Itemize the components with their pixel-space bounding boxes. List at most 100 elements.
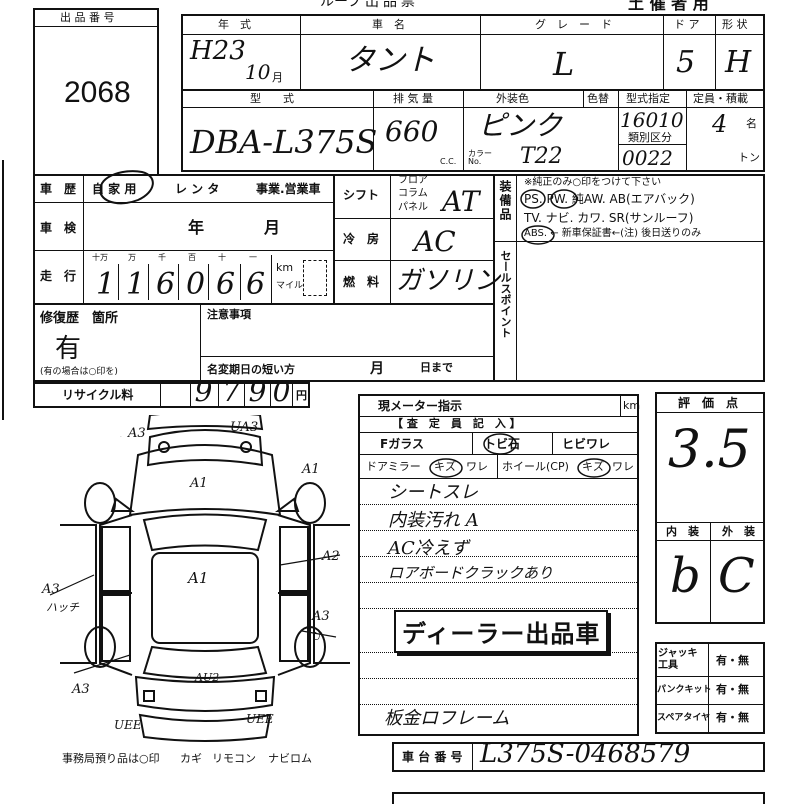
mileage-digit-4: 0 (185, 267, 206, 302)
car-name-header: 車 名 (372, 18, 405, 31)
fuel-label: 燃 料 (343, 275, 380, 289)
shape-value: H (725, 45, 752, 80)
spare-tire-options[interactable]: 有・無 (716, 711, 749, 724)
office-item-navirom[interactable]: ナビロム (268, 752, 312, 765)
equipment-line2[interactable]: TV. ナビ. カワ. SR(サンルーフ) (524, 211, 694, 225)
remark-3: AC冷えず (388, 538, 469, 559)
remark-2: 内装汚れ A (388, 510, 479, 531)
vehicle-detail-grid (33, 174, 765, 382)
mirror-scratch[interactable]: キズ (434, 460, 456, 473)
front-glass-label: Fガラス (380, 437, 424, 451)
svg-text:A3: A3 (311, 609, 330, 624)
model-header: 型 式 (250, 92, 294, 105)
jack-tools-options[interactable]: 有・無 (716, 654, 749, 667)
model-value: DBA-L375S (190, 123, 378, 161)
current-meter-unit: km (623, 399, 641, 412)
capacity-unit: 名 (746, 117, 757, 130)
inspection-label: 車 検 (40, 221, 77, 235)
organizer-label: 土 催 者 用 (628, 0, 709, 13)
chassis-number-value: L375S-0468579 (480, 739, 691, 769)
category-value: 0022 (622, 146, 673, 170)
recycle-digit-2: 7 (222, 375, 241, 408)
sales-point-label: セールスポイント (499, 250, 512, 338)
year-value: H23 (190, 36, 246, 66)
shift-column[interactable]: コラム (398, 188, 428, 199)
svg-text:A3: A3 (127, 426, 146, 441)
notes-label: 注意事項 (207, 308, 251, 321)
color-value: ピンク (478, 109, 563, 142)
inspector-circle-marks (429, 433, 611, 478)
repair-label: 修復歴 箇所 (40, 311, 119, 326)
mileage-km-unit: km (276, 261, 294, 274)
type-designation-value: 16010 (620, 108, 684, 132)
office-item-remote[interactable]: リモコン (212, 752, 256, 765)
history-circle-mark (99, 170, 154, 205)
shift-floor[interactable]: フロア (398, 175, 428, 186)
mirror-break[interactable]: ワレ (466, 460, 488, 473)
name-change-label: 名変期日の短い方 (207, 363, 295, 376)
exterior-score: C (718, 548, 755, 604)
shift-panel[interactable]: パネル (398, 202, 428, 213)
shift-value: AT (442, 185, 480, 218)
doors-value: 5 (676, 45, 696, 80)
svg-text:UA3: UA3 (230, 420, 258, 435)
svg-text:A1: A1 (189, 476, 208, 491)
chip-label[interactable]: トビ石 (484, 437, 521, 451)
car-name-value: タント (345, 43, 435, 78)
month-unit: 月 (272, 71, 283, 84)
spare-tire-label: スペアタイヤ (657, 713, 711, 723)
exterior-color-header: 外装色 (496, 92, 529, 105)
name-change-day: 日まで (420, 361, 453, 374)
aircon-value: AC (414, 225, 456, 258)
wheel-break[interactable]: ワレ (612, 460, 634, 473)
svg-text:A1: A1 (301, 462, 320, 477)
bottom-partial-box (392, 792, 765, 804)
equipment-label: 装備品 (498, 180, 512, 222)
frame-note: 板金ロフレーム (384, 708, 510, 729)
dealer-stamp: ディーラー出品車 (394, 610, 609, 653)
equipment-line3[interactable]: ABS. ← 新車保証書←(注) 後日送りのみ (524, 228, 702, 239)
svg-text:A1: A1 (186, 569, 208, 587)
year-month-value: 10 (245, 60, 271, 84)
color-number-label: カラー No. (468, 149, 492, 166)
svg-text:AU2: AU2 (194, 671, 219, 684)
vehicle-info-grid (181, 14, 765, 172)
equipment-line1[interactable]: PS. PW. 純AW. AB(エアバック) (524, 192, 695, 206)
repair-value: 有 (55, 334, 82, 364)
wheel-scratch[interactable]: キズ (582, 460, 604, 473)
svg-text:A3: A3 (41, 582, 60, 597)
year-header: 年 式 (218, 18, 251, 31)
interior-score: b (670, 548, 701, 604)
displacement-header: 排 気 量 (393, 92, 433, 105)
score-label: 評 価 点 (678, 396, 739, 410)
history-commercial[interactable]: 事業.営業車 (256, 182, 321, 196)
puncture-kit-options[interactable]: 有・無 (716, 683, 749, 696)
recycle-digit-3: 9 (248, 375, 267, 408)
accessories-panel (655, 642, 765, 734)
equipment-circle-marks (520, 189, 578, 245)
mileage-digit-1: 1 (95, 267, 116, 302)
jack-tools-label: ジャッキ工具 (658, 648, 698, 671)
svg-text:UEE: UEE (246, 712, 274, 726)
mile-checkbox[interactable] (303, 260, 327, 296)
svg-text:A2: A2 (321, 549, 340, 564)
category-header: 類別区分 (628, 131, 672, 144)
lot-number: 2068 (64, 76, 131, 109)
history-rental[interactable]: レ ン タ (175, 182, 220, 196)
mileage-label: 走 行 (40, 269, 77, 283)
mileage-digit-2: 1 (125, 267, 146, 302)
color-number-value: T22 (520, 144, 563, 169)
inspector-header: 【 査 定 員 記 入 】 (392, 417, 521, 430)
mileage-digit-5: 6 (215, 267, 236, 302)
history-private[interactable]: 自 家 用 (92, 182, 137, 196)
office-item-key[interactable]: カギ (180, 752, 202, 765)
chassis-number-label: 車 台 番 号 (402, 750, 463, 764)
puncture-kit-label: パンクキット (657, 685, 712, 695)
crack-label[interactable]: ヒビワレ (562, 437, 611, 451)
doors-header: ド ア (674, 18, 700, 31)
name-change-month: 月 (370, 361, 384, 377)
color-change-header: 色替 (587, 92, 609, 105)
recycle-digit-4: 0 (272, 375, 291, 408)
chassis-number-box (392, 742, 765, 772)
remark-4: ロアボードクラックあり (388, 564, 554, 582)
